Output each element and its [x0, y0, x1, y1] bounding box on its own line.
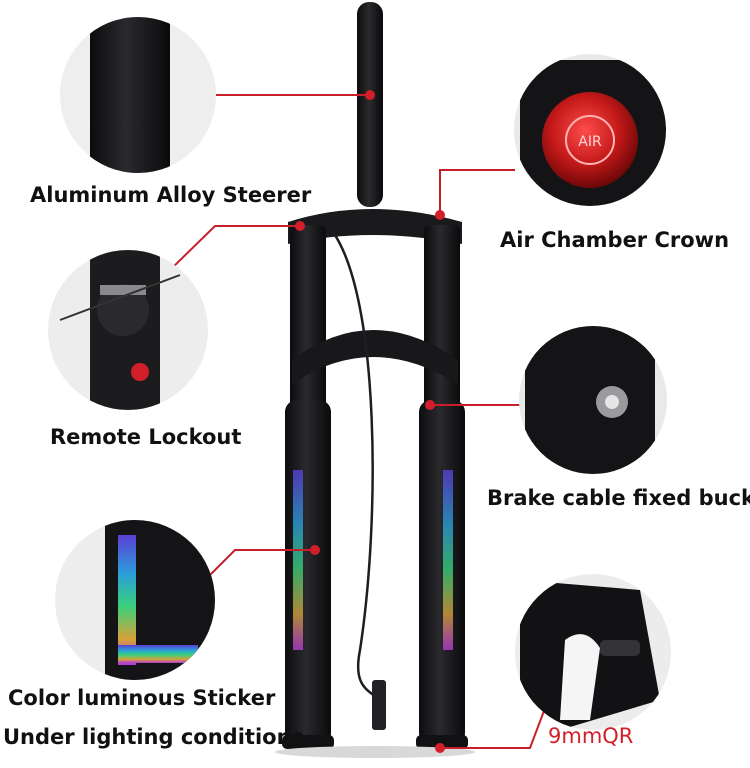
- callout-dots: [295, 90, 445, 753]
- remote-lockout-label: Remote Lockout: [50, 425, 242, 449]
- air-cap-detail-photo: AIR: [514, 54, 666, 206]
- callout-lines: [169, 94, 551, 749]
- fork-image: [275, 2, 475, 758]
- cable-buckle-detail-photo: [519, 326, 667, 474]
- remote-lockout-detail-photo: [48, 250, 208, 410]
- steerer-detail-photo: [60, 17, 216, 173]
- sticker-label-line1: Color luminous Sticker: [8, 686, 276, 710]
- air-chamber-label: Air Chamber Crown: [500, 228, 730, 252]
- steerer-label: Aluminum Alloy Steerer: [30, 183, 312, 207]
- sticker-detail-photo: [55, 520, 215, 680]
- sticker-label-line2: Under lighting conditions: [3, 725, 305, 749]
- brake-buckle-label: Brake cable fixed buckle: [487, 486, 750, 510]
- dropout-label: 9mmQR: [548, 724, 634, 748]
- dropout-detail-photo: [515, 574, 671, 730]
- cap-text: AIR: [578, 134, 602, 150]
